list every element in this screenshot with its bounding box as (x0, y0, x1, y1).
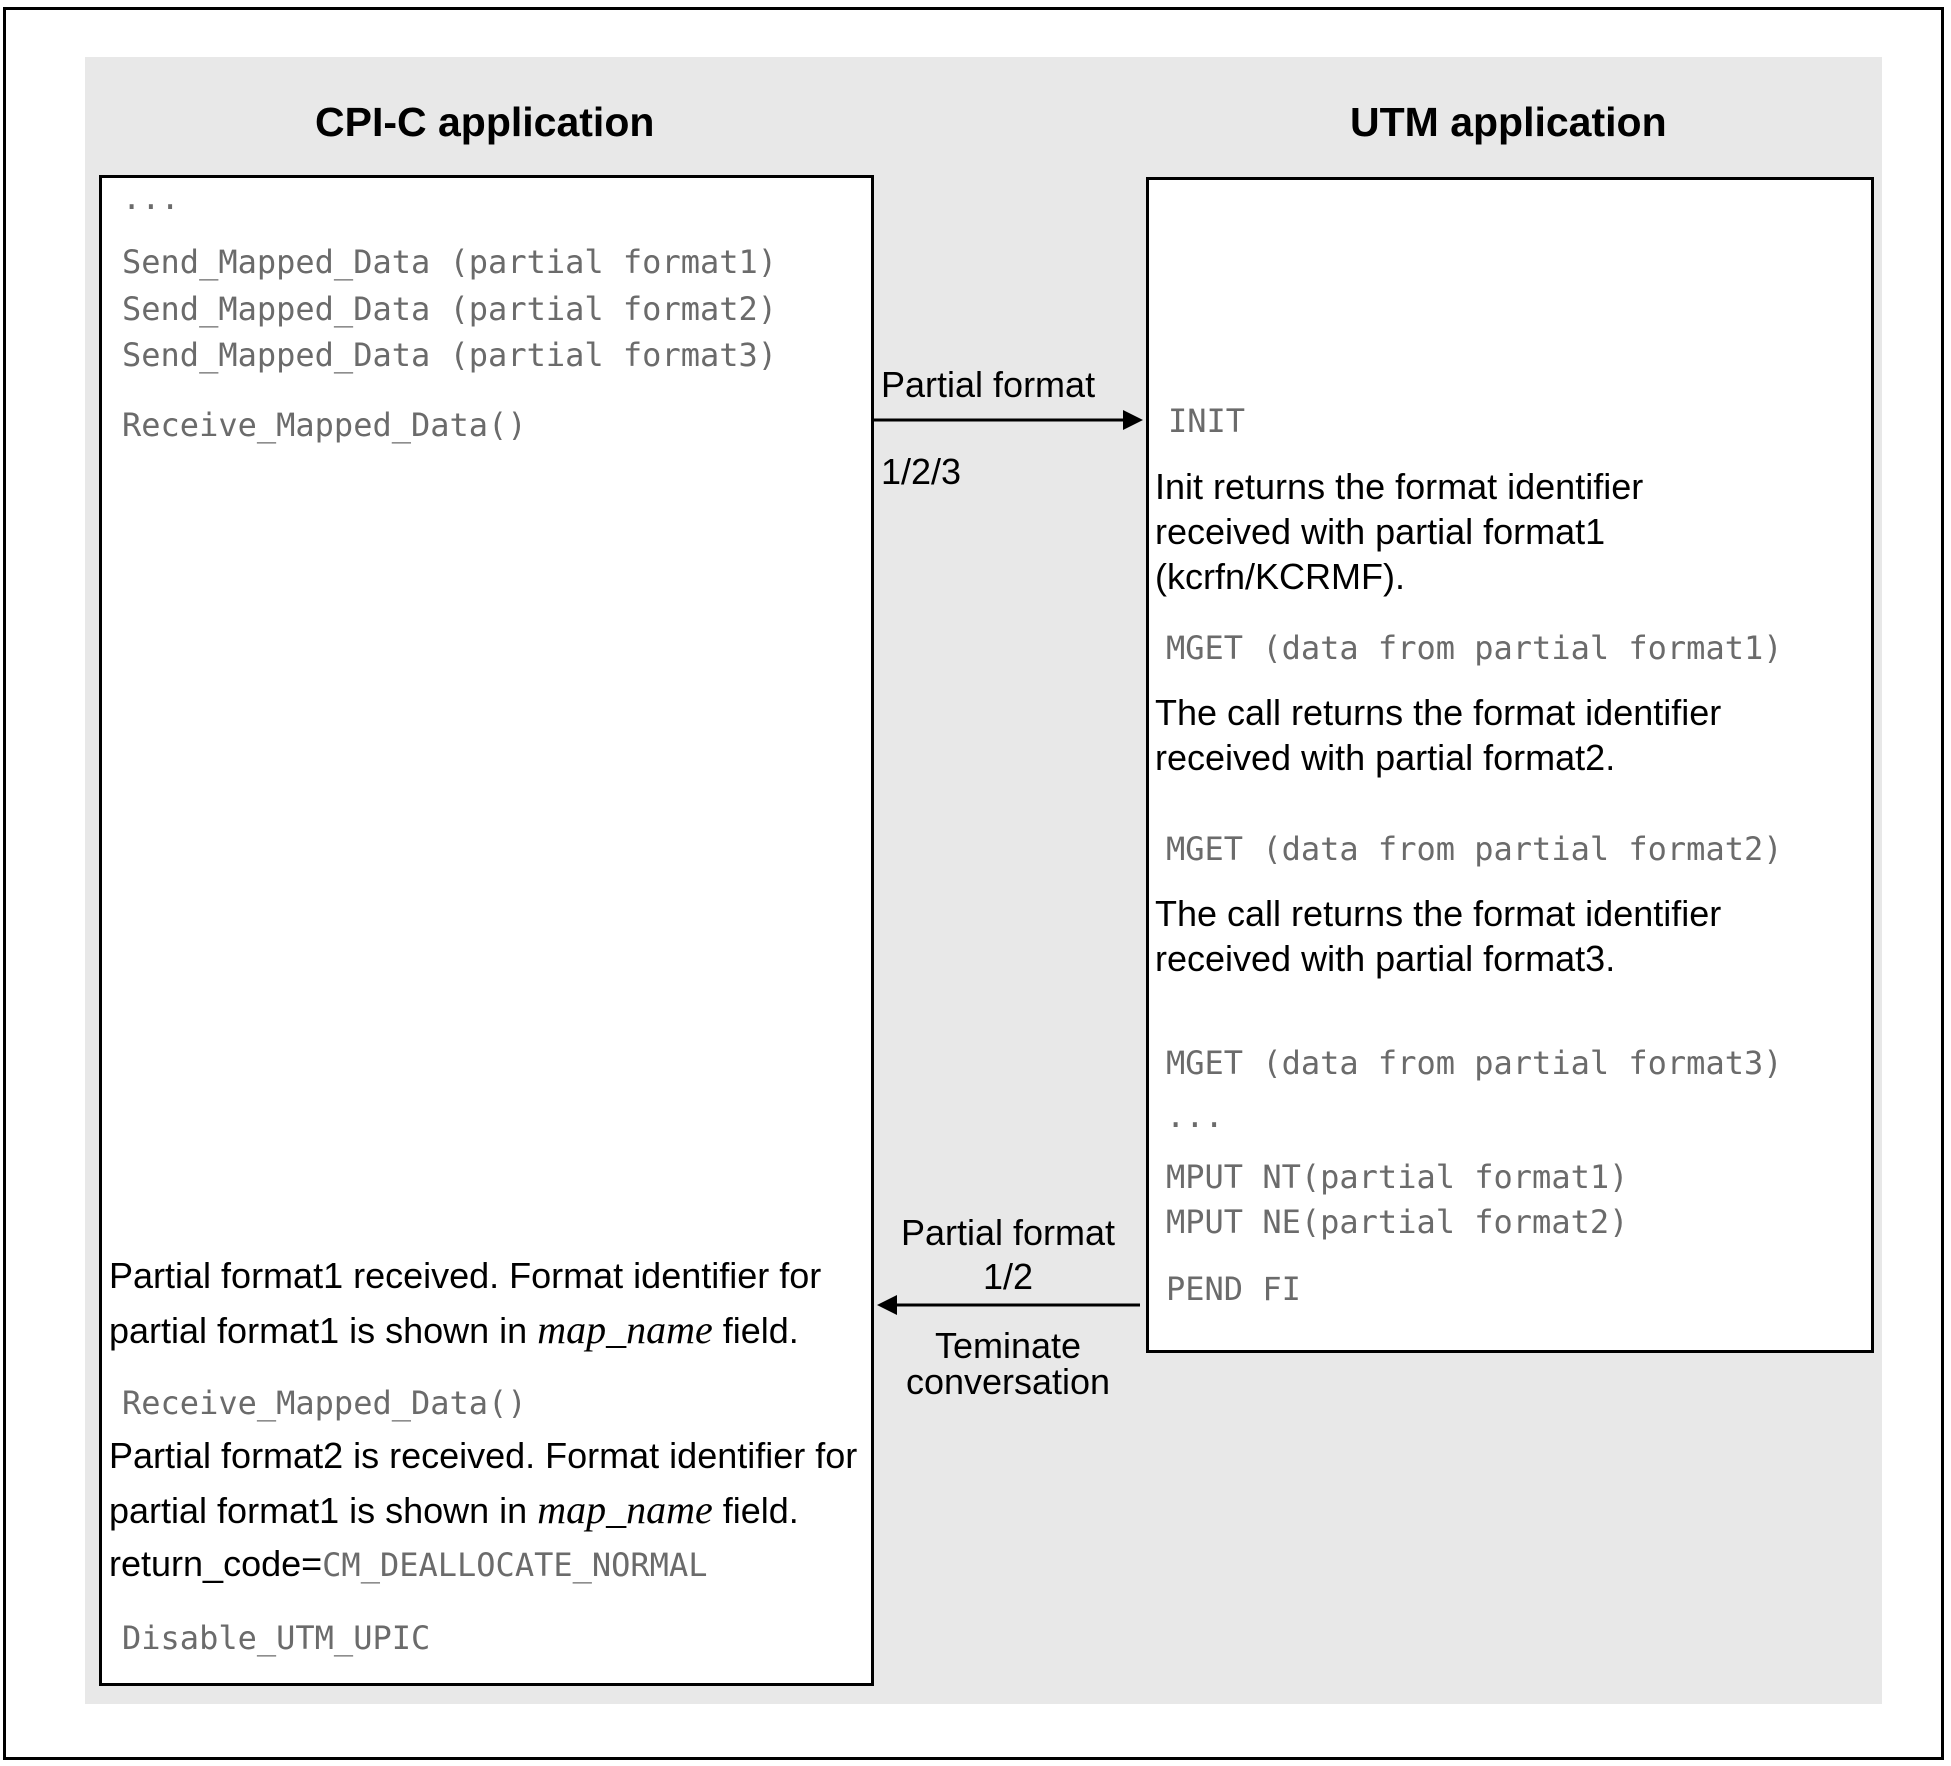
disable-utm-upic: Disable_UTM_UPIC (122, 1619, 431, 1657)
left-ellipsis: ... (122, 179, 180, 217)
note-line: received with partial format3. (1155, 938, 1616, 979)
back-arrow (877, 1295, 1140, 1315)
send-mapped-data-3: Send_Mapped_Data (partial format3) (122, 336, 778, 374)
note-line: (kcrfn/KCRMF). (1155, 556, 1405, 597)
forward-arrow (874, 410, 1143, 430)
mput-nt-partial-format1: MPUT NT(partial format1) (1166, 1158, 1629, 1196)
return-code-line: return_code=CM_DEALLOCATE_NORMAL (109, 1541, 707, 1588)
return-code-value: CM_DEALLOCATE_NORMAL (322, 1546, 708, 1584)
map-name-term: map_name (537, 1307, 713, 1352)
call-returns-format3-note: The call returns the format identifier r… (1155, 891, 1721, 981)
call-returns-format2-note: The call returns the format identifier r… (1155, 690, 1721, 780)
terminate-label: Teminate (934, 1325, 1082, 1366)
map-name-term: map_name (537, 1487, 713, 1532)
note-text: partial format1 is shown in (109, 1310, 538, 1351)
note-line: The call returns the format identifier (1155, 893, 1722, 934)
return-code-label: return_code= (109, 1543, 323, 1584)
forward-arrow-label: Partial format (881, 364, 1096, 405)
send-mapped-data-2: Send_Mapped_Data (partial format2) (122, 290, 778, 328)
note-line: partial format1 is shown in map_name fie… (109, 1487, 857, 1533)
right-ellipsis: ... (1166, 1097, 1224, 1135)
receive-mapped-data-1: Receive_Mapped_Data() (122, 406, 527, 444)
receive-mapped-data-2: Receive_Mapped_Data() (122, 1384, 527, 1422)
figure-frame (3, 7, 1944, 1760)
send-mapped-data-1: Send_Mapped_Data (partial format1) (122, 243, 778, 281)
back-arrow-label: Partial format (900, 1212, 1116, 1253)
init-returns-note: Init returns the format identifier recei… (1155, 464, 1643, 599)
mget-partial-format1: MGET (data from partial format1) (1166, 629, 1783, 667)
note-line: received with partial format1 (1155, 511, 1606, 552)
note-text: partial format1 is shown in (109, 1490, 538, 1531)
note-line: received with partial format2. (1155, 737, 1616, 778)
utm-application-box (1146, 177, 1874, 1353)
mget-partial-format3: MGET (data from partial format3) (1166, 1044, 1783, 1082)
note-line: The call returns the format identifier (1155, 692, 1722, 733)
mget-partial-format2: MGET (data from partial format2) (1166, 830, 1783, 868)
partial-format2-received-note: Partial format2 is received. Format iden… (109, 1433, 857, 1533)
mput-ne-partial-format2: MPUT NE(partial format2) (1166, 1203, 1629, 1241)
note-line: Partial format2 is received. Format iden… (109, 1435, 858, 1476)
init-call: INIT (1168, 402, 1246, 440)
forward-arrow-sublabel: 1/2/3 (881, 451, 962, 492)
note-text: field. (712, 1310, 799, 1351)
utm-application-title: UTM application (1350, 99, 1667, 145)
note-line: Init returns the format identifier (1155, 466, 1644, 507)
pend-fi: PEND FI (1166, 1270, 1301, 1308)
note-text: field. (712, 1490, 799, 1531)
conversation-label: conversation (905, 1361, 1111, 1402)
cpic-application-title: CPI-C application (315, 99, 655, 145)
note-line: partial format1 is shown in map_name fie… (109, 1307, 821, 1353)
partial-format1-received-note: Partial format1 received. Format identif… (109, 1253, 821, 1353)
cpic-application-box (99, 175, 874, 1686)
back-arrow-sublabel: 1/2 (982, 1256, 1034, 1297)
note-line: Partial format1 received. Format identif… (109, 1255, 822, 1296)
